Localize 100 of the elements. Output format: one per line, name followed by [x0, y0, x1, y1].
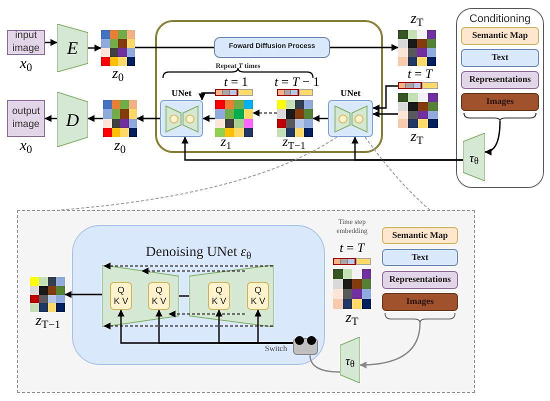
arrow [202, 115, 215, 122]
arrow [198, 92, 215, 100]
decoder-trapezoid [57, 92, 88, 147]
encoder-trapezoid [57, 24, 88, 72]
condition-label: Text [492, 51, 508, 64]
switch-block [293, 338, 318, 355]
panel-title: Conditioning [468, 12, 532, 27]
attention-box [148, 282, 170, 310]
decoder-trapezoid [189, 265, 274, 327]
latent-grid [30, 277, 65, 312]
arrow [252, 110, 278, 116]
process-box [214, 37, 330, 58]
math-label: z$_{T}$ [410, 12, 424, 27]
math-label: t = T − 1 [274, 75, 320, 88]
math-label: t = T [408, 67, 432, 80]
latent-grid [398, 30, 436, 66]
condition-box [461, 27, 539, 45]
attention-box [247, 282, 269, 310]
condition-label: Semantic Map [472, 29, 528, 42]
connector-line [309, 354, 340, 373]
arrow [330, 44, 398, 51]
arrow [372, 110, 398, 118]
zoom-frame [17, 210, 475, 393]
math-label: t = T [340, 241, 364, 254]
arrow [142, 268, 246, 274]
math-label: x$_{0}$ [20, 139, 32, 154]
attention-label: K V [114, 296, 128, 308]
attention-box [208, 282, 230, 310]
unet-panel [72, 225, 325, 365]
connector-line [135, 46, 214, 48]
condition-label: Semantic Map [392, 228, 448, 242]
math-label: z$_{T−1}$ [36, 314, 60, 329]
arrow [64, 291, 102, 298]
switch-label: Switch [264, 345, 288, 353]
box-label: output image [11, 106, 41, 131]
math-label: z$_{T−1}$ [282, 136, 306, 150]
attention-label: Q [254, 284, 262, 296]
arrow [88, 44, 102, 52]
arrow [168, 310, 246, 318]
attention-label: Q [155, 284, 162, 296]
attention-label: K V [250, 296, 266, 308]
math-label: t = 1 [224, 75, 248, 88]
arrow [360, 322, 421, 368]
attention-box [110, 282, 132, 310]
encoder-trapezoid [340, 337, 360, 383]
attention-label: Q [215, 284, 222, 296]
arrow [88, 115, 103, 122]
attention-label: K V [212, 296, 226, 308]
math-label: z$_{0}$ [114, 139, 126, 154]
conditioning-panel [456, 8, 544, 188]
connector-line [179, 295, 189, 297]
math-symbol: D [66, 110, 79, 128]
math-label: z$_{T}$ [410, 130, 424, 145]
condition-label: Representations [469, 73, 531, 86]
math-label: z$_{1}$ [220, 136, 232, 150]
arrow [104, 262, 274, 270]
attention-label: K V [152, 296, 166, 308]
latent-grid [277, 89, 313, 137]
condition-box [461, 71, 539, 89]
block-title: UNet [170, 87, 192, 100]
block-title: UNet [340, 87, 362, 100]
arrow [136, 115, 160, 122]
math-label: z$_{T}$ [346, 311, 358, 326]
condition-label: Images [406, 295, 434, 308]
latent-grid [398, 82, 438, 128]
encoder-trapezoid [102, 265, 179, 327]
condition-label: Images [486, 95, 514, 108]
condition-label: Representations [389, 273, 451, 286]
input-box [7, 30, 45, 55]
math-symbol: E [67, 39, 78, 57]
condition-box [382, 227, 458, 244]
latent-grid [215, 89, 253, 137]
latent-grid [101, 30, 135, 66]
encoder-trapezoid [463, 133, 485, 181]
latent-grid [333, 258, 371, 309]
math-label: z$_{0}$ [112, 67, 124, 82]
arrow [45, 39, 58, 46]
condition-box [382, 249, 458, 266]
output-box [7, 100, 45, 137]
condition-box [382, 271, 458, 289]
connector-line [364, 136, 430, 210]
condition-box [461, 93, 539, 111]
connector-line [60, 136, 338, 210]
condition-box [382, 293, 458, 311]
attention-label: Q [117, 284, 124, 296]
process-frame [155, 20, 383, 153]
arrow [104, 322, 274, 330]
math-symbol: τ$_{θ}$ [469, 150, 479, 164]
panel-title: Denoising UNet ε$_{θ}$ [144, 244, 252, 263]
box-label: input image [11, 30, 41, 55]
arrow [254, 310, 293, 344]
latent-grid [103, 100, 137, 137]
arrow [484, 120, 501, 155]
arrow [44, 115, 57, 122]
arrow [372, 85, 398, 112]
condition-box [461, 49, 539, 67]
math-label: x$_{0}$ [20, 57, 32, 72]
condition-label: Text [412, 250, 428, 264]
arrow [312, 115, 328, 122]
math-symbol: τ$_{θ}$ [345, 354, 355, 366]
